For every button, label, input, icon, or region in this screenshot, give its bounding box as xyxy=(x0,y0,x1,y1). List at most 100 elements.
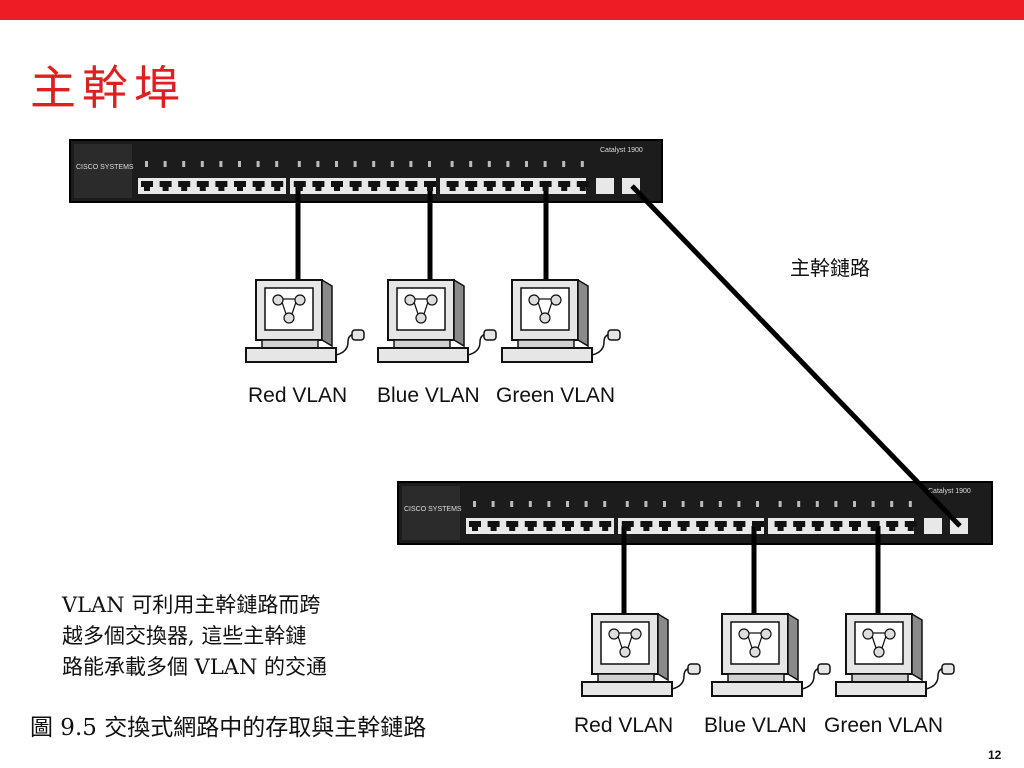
switch-bottom-port-led-22 xyxy=(871,501,875,507)
switch-top-port-led-18 xyxy=(469,161,473,167)
switch-top-port-15 xyxy=(405,181,418,191)
switch-top-port-13 xyxy=(368,181,381,191)
switch-bottom-port-9 xyxy=(621,521,634,531)
switch-top-port-led-23 xyxy=(562,161,566,167)
page-number: 12 xyxy=(988,748,1002,762)
switch-bottom-port-led-11 xyxy=(663,501,666,507)
switch-top-port-1 xyxy=(141,181,153,191)
switch-top-port-led-11 xyxy=(335,161,338,167)
switch-top-port-12 xyxy=(349,181,362,191)
vlan-label-red-bottom: Red VLAN xyxy=(574,714,674,737)
switch-bottom-port-14 xyxy=(714,521,727,531)
switch-top-port-20 xyxy=(502,181,515,191)
switch-top-port-7 xyxy=(252,181,265,191)
switch-bottom-port-13 xyxy=(696,521,709,531)
switch-top-port-led-12 xyxy=(353,161,357,167)
switch-top-port-16 xyxy=(424,181,436,191)
switch-bottom-port-23 xyxy=(886,521,899,531)
switch-top: CISCO SYSTEMS Catalyst 1900 xyxy=(69,139,663,203)
switch-top-port-9 xyxy=(293,181,306,191)
switch-top-port-led-10 xyxy=(316,161,320,167)
switch-top-port-23 xyxy=(558,181,571,191)
switch-bottom-port-led-7 xyxy=(584,501,588,507)
switch-top-port-led-2 xyxy=(163,161,167,167)
switch-bottom-port-led-21 xyxy=(853,501,856,507)
switch-bottom-port-led-10 xyxy=(644,501,648,507)
switch-top-port-led-16 xyxy=(428,161,431,167)
switch-top-port-24 xyxy=(576,181,589,191)
switch-top-ports xyxy=(141,161,589,191)
switch-bottom-port-12 xyxy=(677,521,690,531)
vlan-label-green-top: Green VLAN xyxy=(496,384,616,407)
switch-bottom-port-10 xyxy=(640,521,653,531)
switch-bottom-port-17 xyxy=(774,521,787,531)
switch-bottom-port-15 xyxy=(733,521,746,531)
switch-top-port-led-15 xyxy=(409,161,413,167)
switch-bottom-port-led-17 xyxy=(778,501,782,507)
switch-bottom-port-led-12 xyxy=(681,501,685,507)
switch-bottom-port-1 xyxy=(469,521,481,531)
slide-title: 主幹埠 xyxy=(30,61,186,115)
switch-top-port-led-1 xyxy=(145,161,148,167)
switch-top-port-21 xyxy=(521,181,533,191)
switch-bottom-port-4 xyxy=(524,521,537,531)
switch-bottom-port-20 xyxy=(830,521,843,531)
switch-bottom-port-24 xyxy=(904,521,917,531)
switch-top-port-14 xyxy=(386,181,399,191)
pc-green-top xyxy=(501,279,621,363)
switch-bottom-ports xyxy=(469,501,917,531)
switch-bottom-port-led-20 xyxy=(834,501,838,507)
switch-top-port-led-4 xyxy=(200,161,204,167)
switch-top-port-11 xyxy=(331,181,343,191)
switch-top-port-led-19 xyxy=(487,161,491,167)
switch-bottom-port-8 xyxy=(599,521,612,531)
switch-bottom-port-led-6 xyxy=(566,501,569,507)
switch-bottom-port-led-23 xyxy=(890,501,894,507)
switch-top-port-3 xyxy=(178,181,191,191)
switch-bottom-port-led-14 xyxy=(718,501,722,507)
switch-top-port-led-14 xyxy=(390,161,394,167)
switch-top-port-2 xyxy=(159,181,172,191)
switch-top-port-6 xyxy=(234,181,246,191)
switch-bottom-port-5 xyxy=(543,521,556,531)
switch-top-port-led-7 xyxy=(256,161,260,167)
pc-blue-bottom xyxy=(711,613,831,697)
switch-top-port-17 xyxy=(446,181,459,191)
switch-bottom-port-18 xyxy=(793,521,806,531)
switch-top-port-10 xyxy=(312,181,325,191)
switch-top-port-led-17 xyxy=(450,161,454,167)
switch-bottom-port-21 xyxy=(849,521,861,531)
switch-bottom-port-22 xyxy=(867,521,880,531)
switch-bottom-brand: CISCO SYSTEMS xyxy=(404,506,462,513)
switch-bottom-port-led-1 xyxy=(473,501,476,507)
switch-top-port-led-8 xyxy=(275,161,279,167)
pc-red-bottom xyxy=(581,613,701,697)
description-text: VLAN 可利用主幹鏈路而跨 越多個交換器, 這些主幹鏈 路能承載多個 VLAN… xyxy=(62,593,328,679)
trunk-link xyxy=(630,184,962,528)
switch-top-port-5 xyxy=(215,181,228,191)
switch-bottom-port-6 xyxy=(562,521,574,531)
switch-bottom-port-3 xyxy=(506,521,519,531)
switch-top-model: Catalyst 1900 xyxy=(600,147,643,154)
switch-bottom-port-led-18 xyxy=(797,501,801,507)
switch-bottom-port-2 xyxy=(487,521,500,531)
switch-top-port-22 xyxy=(539,181,552,191)
top-accent-bar xyxy=(0,0,1024,20)
switch-top-port-8 xyxy=(271,181,284,191)
switch-bottom-port-led-2 xyxy=(491,501,495,507)
switch-bottom-port-led-9 xyxy=(625,501,629,507)
switch-bottom-port-led-3 xyxy=(510,501,514,507)
figure-caption: 圖 9.5 交換式網路中的存取與主幹鏈路 xyxy=(30,715,427,741)
switch-top-port-led-3 xyxy=(182,161,186,167)
pc-green-bottom xyxy=(835,613,955,697)
switch-top-port-led-13 xyxy=(372,161,376,167)
switch-top-port-led-24 xyxy=(580,161,584,167)
switch-bottom-port-led-15 xyxy=(737,501,741,507)
switch-bottom-model: Catalyst 1900 xyxy=(928,488,971,495)
switch-bottom-port-7 xyxy=(580,521,593,531)
switch-bottom-port-led-16 xyxy=(756,501,759,507)
switch-bottom-port-16 xyxy=(752,521,764,531)
switch-top-brand: CISCO SYSTEMS xyxy=(76,164,134,171)
switch-bottom-port-led-19 xyxy=(815,501,819,507)
